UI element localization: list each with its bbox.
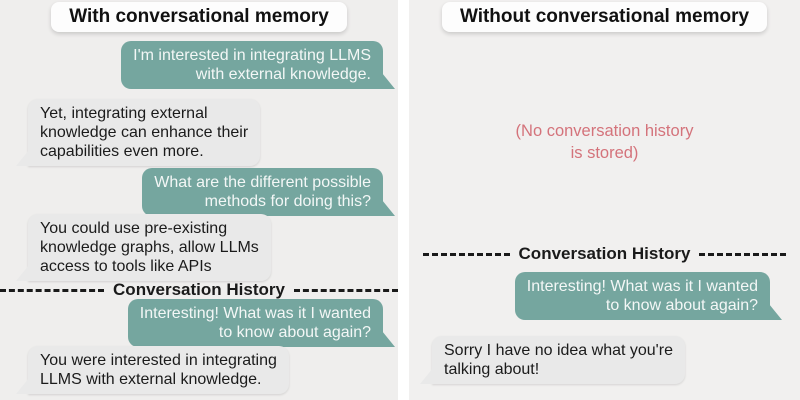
conversation-history-divider: Conversation History: [409, 244, 800, 264]
divider-dash-line: [293, 288, 398, 292]
divider-label: Conversation History: [518, 244, 691, 263]
no-history-note: (No conversation history is stored): [515, 122, 694, 162]
no-history-note-row: (No conversation history is stored): [409, 120, 800, 164]
panel-title-row: With conversational memory: [0, 2, 398, 32]
chat-bubble-user: What are the different possible methods …: [142, 168, 383, 216]
panel-title-with-memory: With conversational memory: [51, 2, 347, 32]
divider-dash-line: [423, 252, 510, 256]
message-row: You could use pre-existing knowledge gra…: [0, 214, 398, 281]
chat-bubble-assistant: Yet, integrating external knowledge can …: [28, 99, 261, 166]
divider-dash-line: [0, 288, 105, 292]
chat-bubble-assistant: You were interested in integrating LLMS …: [28, 346, 289, 394]
chat-bubble-user: Interesting! What was it I wanted to kno…: [514, 272, 770, 320]
chat-bubble-user: Interesting! What was it I wanted to kno…: [127, 299, 383, 347]
message-row: Interesting! What was it I wanted to kno…: [409, 272, 800, 320]
chat-bubble-user: I'm interested in integrating LLMS with …: [121, 41, 383, 89]
panel-title-row: Without conversational memory: [409, 2, 800, 32]
panel-title-without-memory: Without conversational memory: [441, 2, 768, 32]
message-row: Interesting! What was it I wanted to kno…: [0, 299, 398, 347]
divider-label: Conversation History: [113, 280, 285, 299]
message-row: Sorry I have no idea what you're talking…: [409, 336, 800, 384]
panel-with-memory: With conversational memory I'm intereste…: [0, 0, 398, 400]
divider-dash-line: [699, 252, 786, 256]
message-row: Yet, integrating external knowledge can …: [0, 99, 398, 166]
panel-without-memory: Without conversational memory (No conver…: [409, 0, 800, 400]
chat-bubble-assistant: You could use pre-existing knowledge gra…: [28, 214, 271, 281]
message-row: I'm interested in integrating LLMS with …: [0, 41, 398, 89]
chat-bubble-assistant: Sorry I have no idea what you're talking…: [432, 336, 685, 384]
panel-gap-divider: [398, 0, 409, 400]
message-row: What are the different possible methods …: [0, 168, 398, 216]
conversation-history-divider: Conversation History: [0, 280, 398, 300]
message-row: You were interested in integrating LLMS …: [0, 346, 398, 394]
